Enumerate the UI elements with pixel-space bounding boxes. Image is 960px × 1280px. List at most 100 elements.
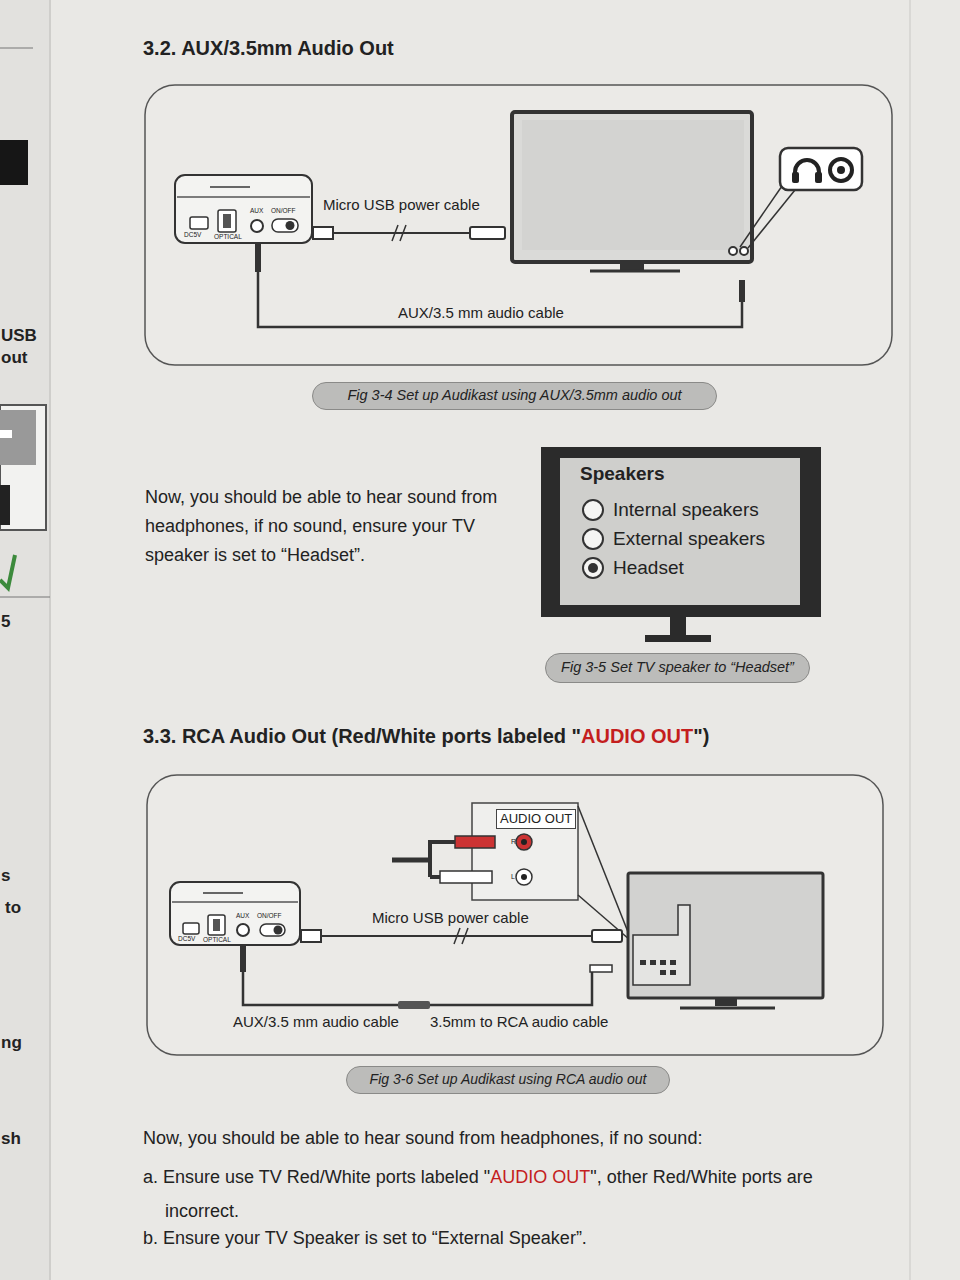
panel-label: AUDIO OUT <box>496 809 576 829</box>
usb-plug <box>313 227 333 239</box>
port-label: OPTICAL <box>203 936 231 943</box>
tv-port <box>640 960 646 965</box>
margin-fragment: 5 <box>1 612 10 632</box>
radio-button <box>583 500 603 520</box>
tv-port <box>660 960 666 965</box>
tv-screen <box>522 120 744 250</box>
section-heading: 3.3. RCA Audio Out (Red/White ports labe… <box>143 724 709 748</box>
aux-port <box>237 924 249 936</box>
aux-port <box>251 220 263 232</box>
device-edge <box>177 196 310 198</box>
tv-stand <box>620 262 644 270</box>
margin-check <box>0 555 15 588</box>
tv-port <box>670 970 676 975</box>
highlight-text: AUDIO OUT <box>490 1167 590 1187</box>
caption-pill: Fig 3-6 Set up Audikast using RCA audio … <box>346 1066 670 1094</box>
tv-screen <box>512 112 752 262</box>
port-label: OPTICAL <box>214 233 242 240</box>
rca-cable <box>430 875 440 879</box>
usb-plug <box>592 930 622 942</box>
device-body <box>170 882 300 945</box>
rca-cable <box>392 858 430 863</box>
port-label: AUX <box>236 912 249 919</box>
power-switch <box>260 924 285 936</box>
margin-box <box>0 405 46 530</box>
cable-label: Micro USB power cable <box>372 909 529 927</box>
tv-port <box>660 970 666 975</box>
highlight-text: AUDIO OUT <box>581 725 693 747</box>
adapter-plug <box>398 1001 430 1009</box>
red-jack <box>516 834 532 850</box>
tv-stand <box>645 635 711 642</box>
figure-frame <box>147 775 883 1055</box>
menu-heading: Speakers <box>580 464 665 485</box>
dc-port <box>190 217 208 229</box>
cable-break <box>454 928 468 944</box>
heading-part: 3.3. RCA Audio Out (Red/White ports labe… <box>143 725 581 747</box>
power-switch <box>272 219 298 232</box>
heading-part: ") <box>693 725 709 747</box>
margin-box-mark <box>0 485 10 525</box>
leader-line <box>578 806 628 932</box>
margin-fragment: ng <box>1 1033 22 1053</box>
margin-fragment: USB <box>1 326 37 346</box>
cable-break <box>392 225 406 241</box>
usb-cable <box>333 232 470 234</box>
leader-line <box>748 190 795 248</box>
red-rca-plug <box>455 836 495 848</box>
cable-label: Micro USB power cable <box>323 196 480 214</box>
jack-label: L <box>511 873 515 881</box>
tv-stand <box>680 1007 775 1010</box>
menu-option: Headset <box>613 558 684 579</box>
page-fold <box>909 0 911 1280</box>
radio-button <box>583 529 603 549</box>
tv-bezel <box>541 447 821 617</box>
device-body <box>175 175 312 243</box>
aux-plug <box>739 280 745 302</box>
margin-block <box>0 140 28 185</box>
device-box: DC5VOPTICALAUXON/OFF <box>175 175 312 243</box>
port-label: AUX <box>250 207 263 214</box>
tv-stand <box>590 270 680 273</box>
port-callout <box>780 148 862 190</box>
power-switch <box>286 221 295 230</box>
jack-icon <box>830 159 852 181</box>
audio-out-panel: AUDIO OUTRL <box>472 803 578 900</box>
red-jack <box>521 839 527 845</box>
margin-box-mark <box>0 430 12 438</box>
figure-caption: Fig 3-6 Set up Audikast using RCA audio … <box>370 1072 647 1087</box>
optical-port <box>213 919 220 931</box>
note-item: a. Ensure use TV Red/White ports labeled… <box>143 1160 890 1228</box>
white-jack <box>521 874 527 880</box>
margin-fragment: to <box>5 898 21 918</box>
figure-caption: Fig 3-5 Set TV speaker to “Headset” <box>561 660 794 676</box>
usb-plug <box>470 227 505 239</box>
rca-plug <box>590 965 612 972</box>
power-switch <box>274 926 283 935</box>
headphone-icon <box>792 172 799 183</box>
device-logo <box>210 186 250 188</box>
page-fold <box>49 0 51 1280</box>
menu-option: External speakers <box>613 529 765 550</box>
margin-box-fill <box>0 410 36 465</box>
caption-pill: Fig 3-5 Set TV speaker to “Headset” <box>545 653 810 683</box>
margin-fragment: s <box>1 866 10 886</box>
margin-rule <box>0 48 33 49</box>
device-edge <box>172 901 298 903</box>
optical-port <box>218 210 236 232</box>
tv-port <box>740 247 748 255</box>
white-rca-plug <box>440 871 492 883</box>
optical-port <box>208 915 225 935</box>
headphone-icon <box>815 172 822 183</box>
radio-dot <box>588 563 598 573</box>
margin-fragment: sh <box>1 1129 21 1149</box>
aux-cable <box>258 272 742 327</box>
aux-cable <box>243 972 398 1005</box>
radio-button <box>583 558 603 578</box>
port-label: DC5V <box>184 231 201 238</box>
port-label: DC5V <box>178 935 195 942</box>
device-box: DC5VOPTICALAUXON/OFF <box>170 882 300 945</box>
